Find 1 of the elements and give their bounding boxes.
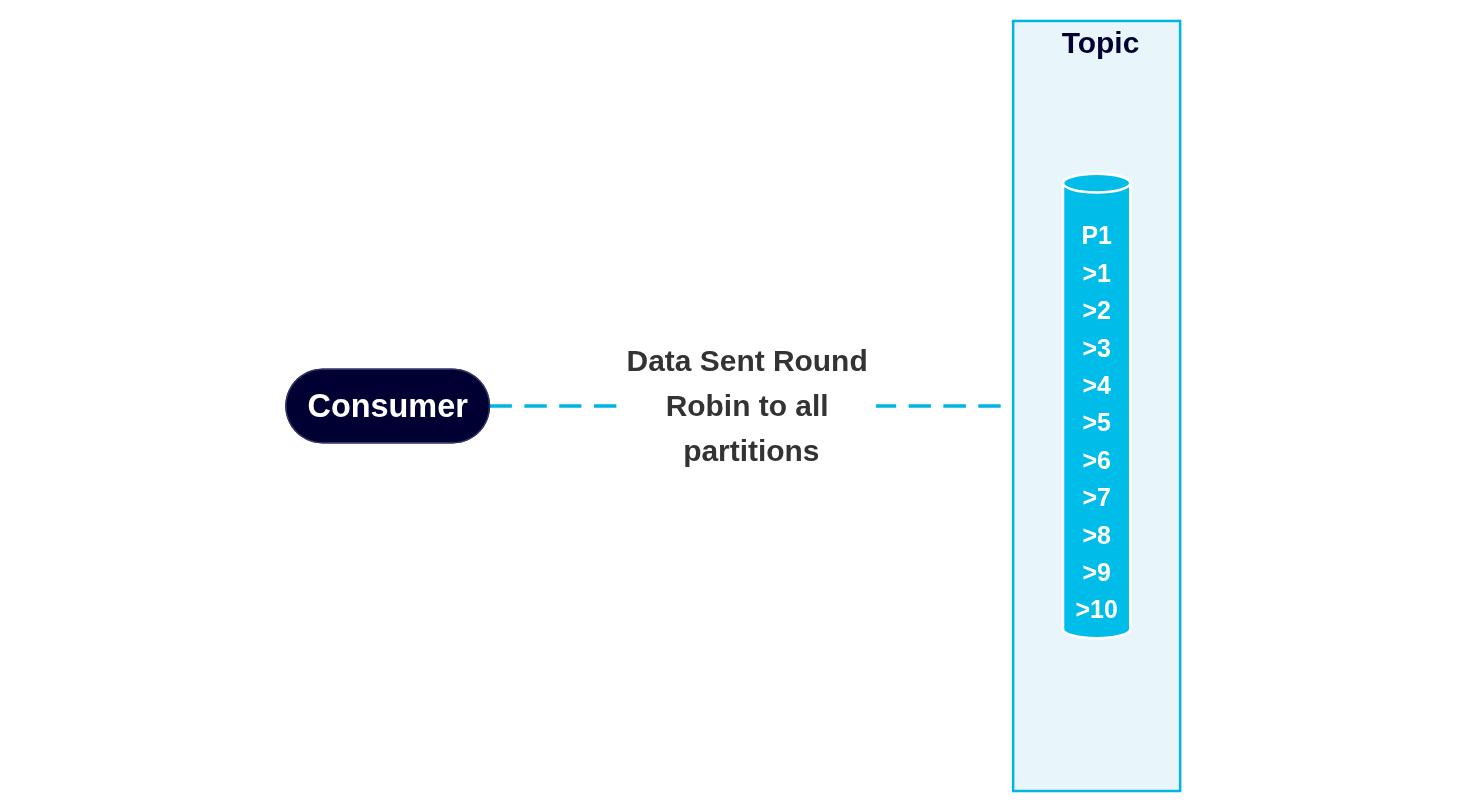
edge-label: Data Sent Round Robin to all partitions — [626, 343, 868, 468]
